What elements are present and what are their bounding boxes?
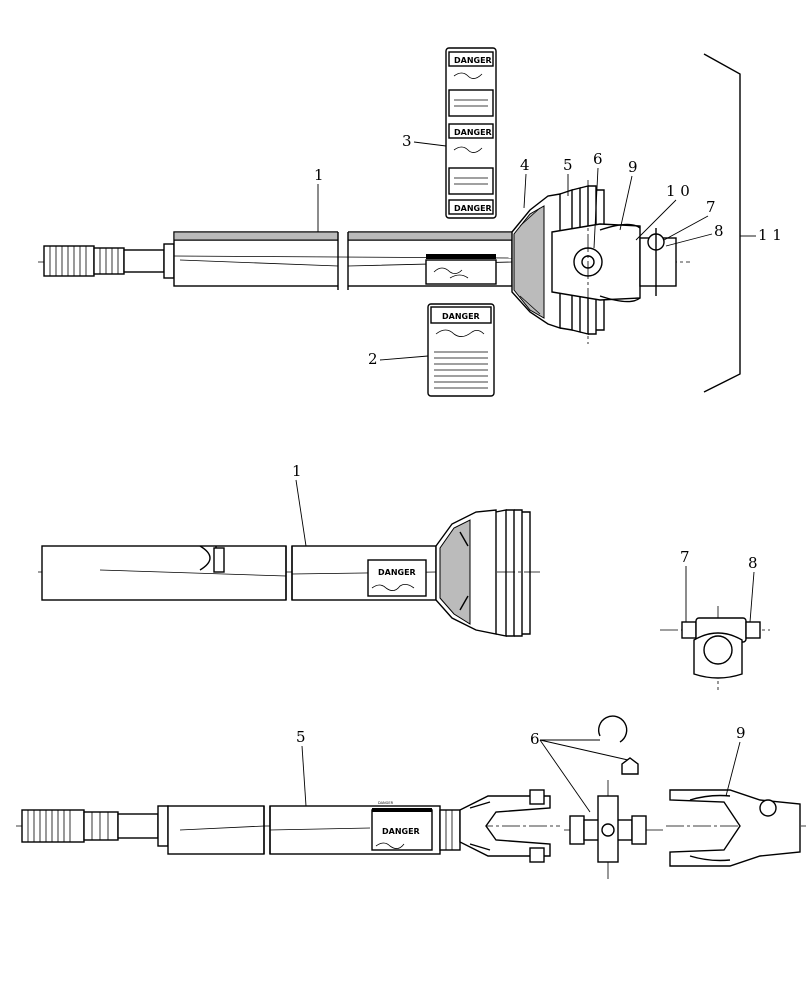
clamp-detail: 7 8 — [660, 548, 770, 690]
decal-3: DANGER DANGER DANGER — [445, 47, 497, 219]
callout-9-top: 9 — [628, 158, 638, 176]
yoke-9: 9 — [666, 724, 806, 867]
tube-half-middle: DANGER 1 — [38, 462, 540, 637]
decal-bot-danger: DANGER — [382, 827, 420, 836]
callout-7-top: 7 — [706, 198, 716, 216]
cross-kit: 6 — [530, 715, 664, 880]
callout-1-top: 1 — [314, 166, 324, 184]
callout-6-top: 6 — [593, 150, 603, 168]
decal-2-danger: DANGER — [442, 312, 480, 321]
shaft-half-bottom: DANGER DANGER 5 — [16, 728, 560, 863]
decal-2: 2 DANGER — [368, 303, 495, 397]
callout-8-mid: 8 — [748, 554, 758, 572]
decal-3-danger-1: DANGER — [454, 56, 492, 65]
callout-1-mid: 1 — [292, 462, 302, 480]
assembly-top: 1 3 4 5 6 9 1 0 7 8 1 1 — [38, 53, 782, 393]
decal-3-danger-2: DANGER — [454, 128, 492, 137]
callout-4: 4 — [520, 156, 530, 174]
callout-2: 2 — [368, 350, 378, 368]
decal-bot-small: DANGER — [378, 801, 394, 805]
tube-top — [173, 228, 513, 290]
decal-mid-danger: DANGER — [378, 568, 416, 577]
decal-3-danger-3: DANGER — [454, 204, 492, 213]
callout-5-top: 5 — [563, 156, 573, 174]
callout-6-bot: 6 — [530, 730, 540, 748]
callout-5-bot: 5 — [296, 728, 306, 746]
yoke-top — [551, 180, 677, 344]
callout-3: 3 — [402, 132, 412, 150]
callout-11: 1 1 — [758, 226, 782, 244]
callout-8-top: 8 — [714, 222, 724, 240]
splined-end-top — [43, 243, 175, 279]
callout-10: 1 0 — [666, 182, 690, 200]
callout-9-bot: 9 — [736, 724, 746, 742]
callout-7-mid: 7 — [680, 548, 690, 566]
